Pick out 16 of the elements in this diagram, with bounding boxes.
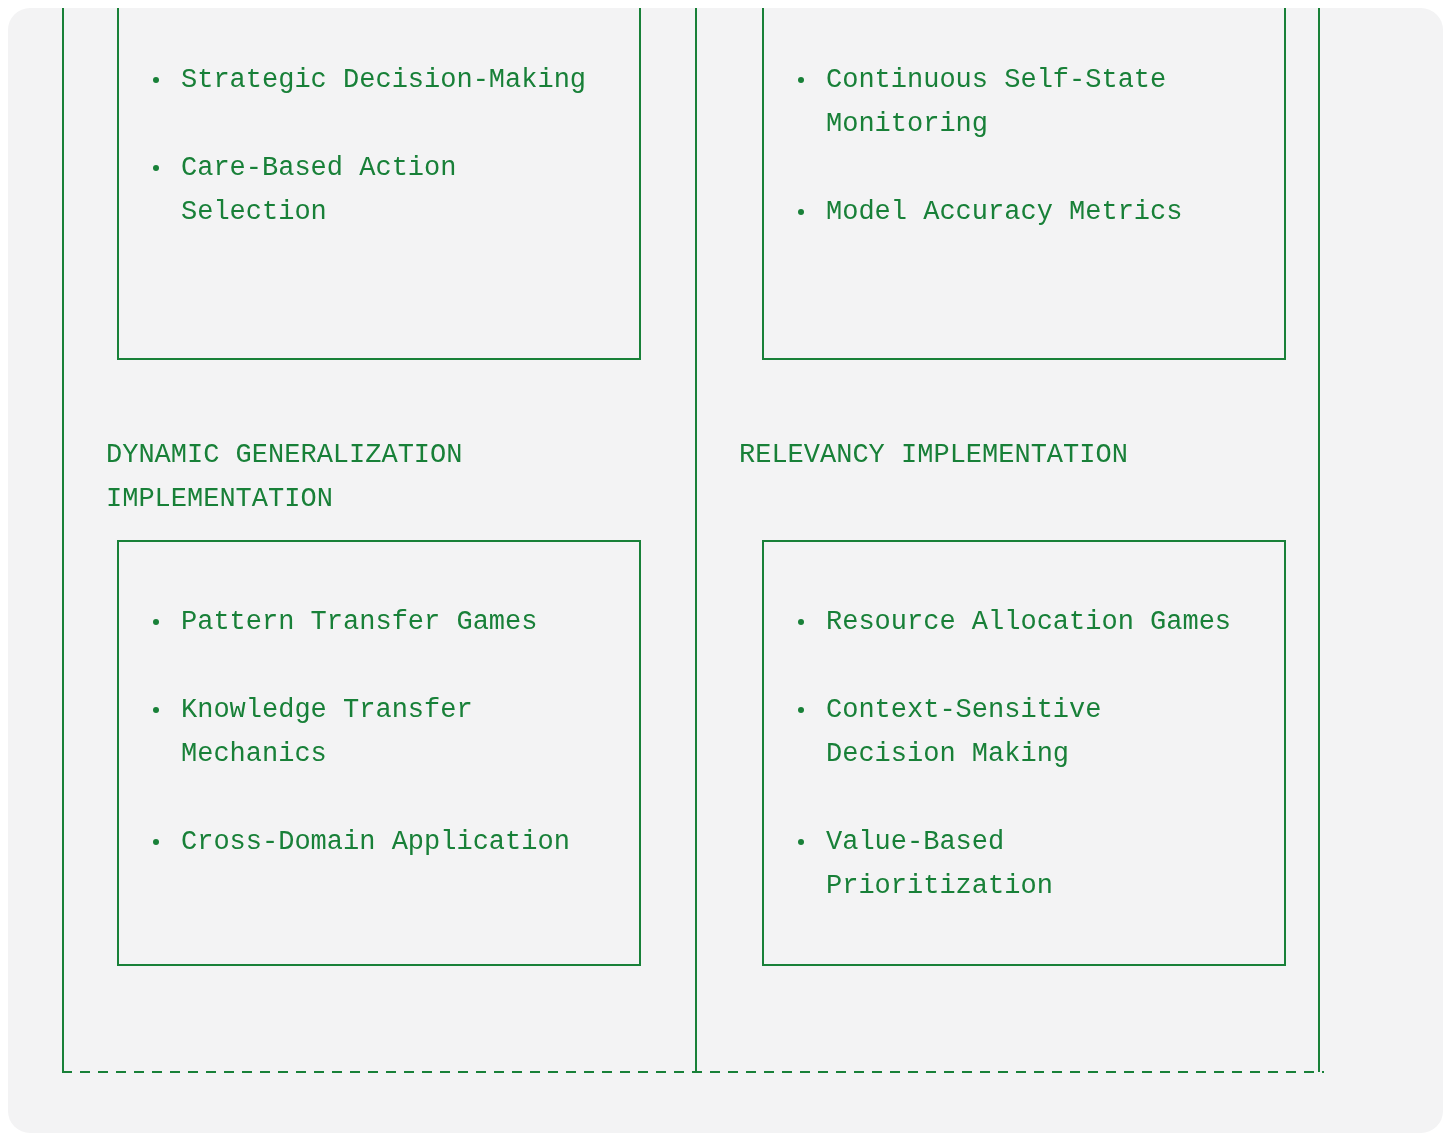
list-item: Care-Based Action Selection [149, 146, 589, 234]
list-item: Resource Allocation Games [794, 600, 1234, 644]
list-item: Continuous Self-State Monitoring [794, 58, 1234, 146]
list-item: Value-Based Prioritization [794, 820, 1234, 908]
list-box [117, 540, 641, 966]
section-heading: RELEVANCY IMPLEMENTATION [739, 439, 1129, 472]
list-item: Model Accuracy Metrics [794, 190, 1234, 234]
list-item: Strategic Decision-Making [149, 58, 589, 102]
list-item: Pattern Transfer Games [149, 600, 589, 644]
list-box [762, 8, 1286, 360]
list-box [762, 540, 1286, 966]
list-item: Cross-Domain Application [149, 820, 589, 864]
list-item: Knowledge Transfer Mechanics [149, 688, 589, 776]
section-heading: DYNAMIC GENERALIZATION IMPLEMENTATION [106, 439, 464, 516]
list-item: Context-Sensitive Decision Making [794, 688, 1234, 776]
list-box [117, 8, 641, 360]
